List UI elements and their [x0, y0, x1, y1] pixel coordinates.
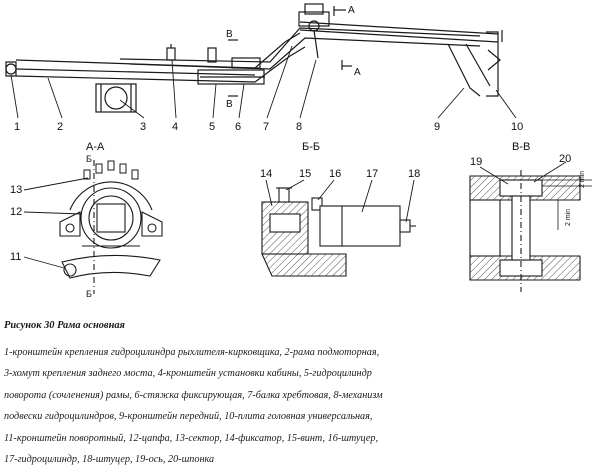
section-vv-view [469, 170, 581, 292]
section-aa-view [59, 160, 163, 294]
caption-line: 17-гидроцилиндр, 18-штуцер, 19-ось, 20-ш… [4, 454, 215, 466]
callout-13: 13 [10, 184, 22, 196]
callout-19: 19 [470, 156, 482, 168]
leader-lines-vv [479, 161, 567, 185]
section-title-bb: Б-Б [302, 141, 320, 153]
mark-v-bottom: В [226, 99, 233, 110]
section-marks-aa: Б Б [86, 154, 92, 299]
callout-4: 4 [172, 121, 178, 133]
figure-caption: Рисунок 30 Рама основная 1-кронштейн кре… [4, 319, 596, 470]
callout-10: 10 [511, 121, 523, 133]
frame-drawing: 1 2 3 4 5 6 7 8 9 10 А А В В А-А [5, 3, 592, 299]
mark-b-top: Б [86, 154, 92, 164]
dim-top: 2 min [579, 171, 586, 188]
caption-legend: 1-кронштейн крепления гидроцилиндра рыхл… [4, 342, 596, 470]
leader-lines-main [10, 45, 517, 119]
leader-lines-bb [265, 179, 415, 223]
caption-line: подвески гидроцилиндров, 9-кронштейн пер… [4, 411, 373, 423]
callout-11: 11 [10, 251, 21, 263]
section-title-vv: В-В [512, 141, 530, 153]
callout-9: 9 [434, 121, 440, 133]
main-side-view [5, 3, 503, 113]
mark-v-top: В [226, 29, 233, 40]
callout-1: 1 [14, 121, 20, 133]
caption-line: поворота (сочленения) рамы, 6-стяжка фик… [4, 389, 383, 401]
callouts-main: 1 2 3 4 5 6 7 8 9 10 [14, 121, 523, 133]
section-bb-view [261, 187, 416, 277]
callout-3: 3 [140, 121, 146, 133]
mark-a-bottom: А [354, 67, 361, 78]
callout-12: 12 [10, 206, 22, 218]
callout-16: 16 [329, 168, 341, 180]
leader-lines-aa [23, 177, 89, 269]
callout-20: 20 [559, 153, 571, 165]
callout-15: 15 [299, 168, 311, 180]
mark-a-top: А [348, 5, 355, 16]
caption-line: 3-хомут крепления заднего моста, 4-кронш… [4, 368, 372, 380]
callout-17: 17 [366, 168, 378, 180]
section-title-aa: А-А [86, 141, 105, 153]
callouts-bb: 14 15 16 17 18 [260, 168, 420, 180]
callout-8: 8 [296, 121, 302, 133]
callout-7: 7 [263, 121, 269, 133]
callout-5: 5 [209, 121, 215, 133]
caption-title: Рисунок 30 Рама основная [4, 320, 125, 331]
callout-6: 6 [235, 121, 241, 133]
caption-line: 11-кронштейн поворотный, 12-цапфа, 13-се… [4, 432, 379, 444]
mark-b-bottom: Б [86, 289, 92, 299]
callouts-aa: 13 12 11 [10, 184, 22, 263]
callouts-vv: 19 20 [470, 153, 571, 168]
dims-vv [542, 179, 592, 230]
callout-2: 2 [57, 121, 63, 133]
caption-line: 1-кронштейн крепления гидроцилиндра рыхл… [4, 347, 380, 358]
section-marks-main: А А В В [226, 5, 361, 110]
callout-14: 14 [260, 168, 272, 180]
dim-side: 2 min [565, 209, 572, 226]
callout-18: 18 [408, 168, 420, 180]
